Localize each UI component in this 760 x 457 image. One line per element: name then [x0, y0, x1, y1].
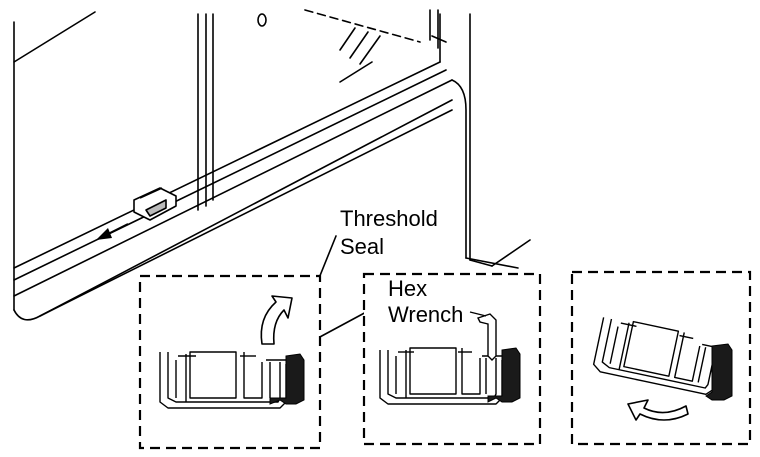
hex-wrench-label-line2: Wrench — [388, 302, 464, 327]
threshold-seal-profile-3 — [705, 343, 733, 401]
rotate-down-arrow-icon — [627, 399, 689, 421]
lift-up-arrow-icon — [260, 295, 293, 345]
hex-wrench-icon — [477, 313, 497, 361]
callout-box-3 — [570, 270, 752, 446]
threshold-seal-label-line1: Threshold — [340, 206, 438, 231]
hex-wrench-label-line1: Hex — [388, 276, 428, 301]
threshold-seal-profile — [269, 353, 305, 405]
shower-door-scene — [13, 9, 531, 351]
callout-box-1 — [138, 274, 322, 450]
roller-guide-block — [133, 187, 177, 221]
slide-direction-arrow-icon — [96, 223, 129, 240]
threshold-seal-label-line2: Seal — [340, 234, 385, 259]
callout-box-2 — [362, 272, 542, 446]
threshold-seal-profile-2 — [487, 347, 521, 403]
